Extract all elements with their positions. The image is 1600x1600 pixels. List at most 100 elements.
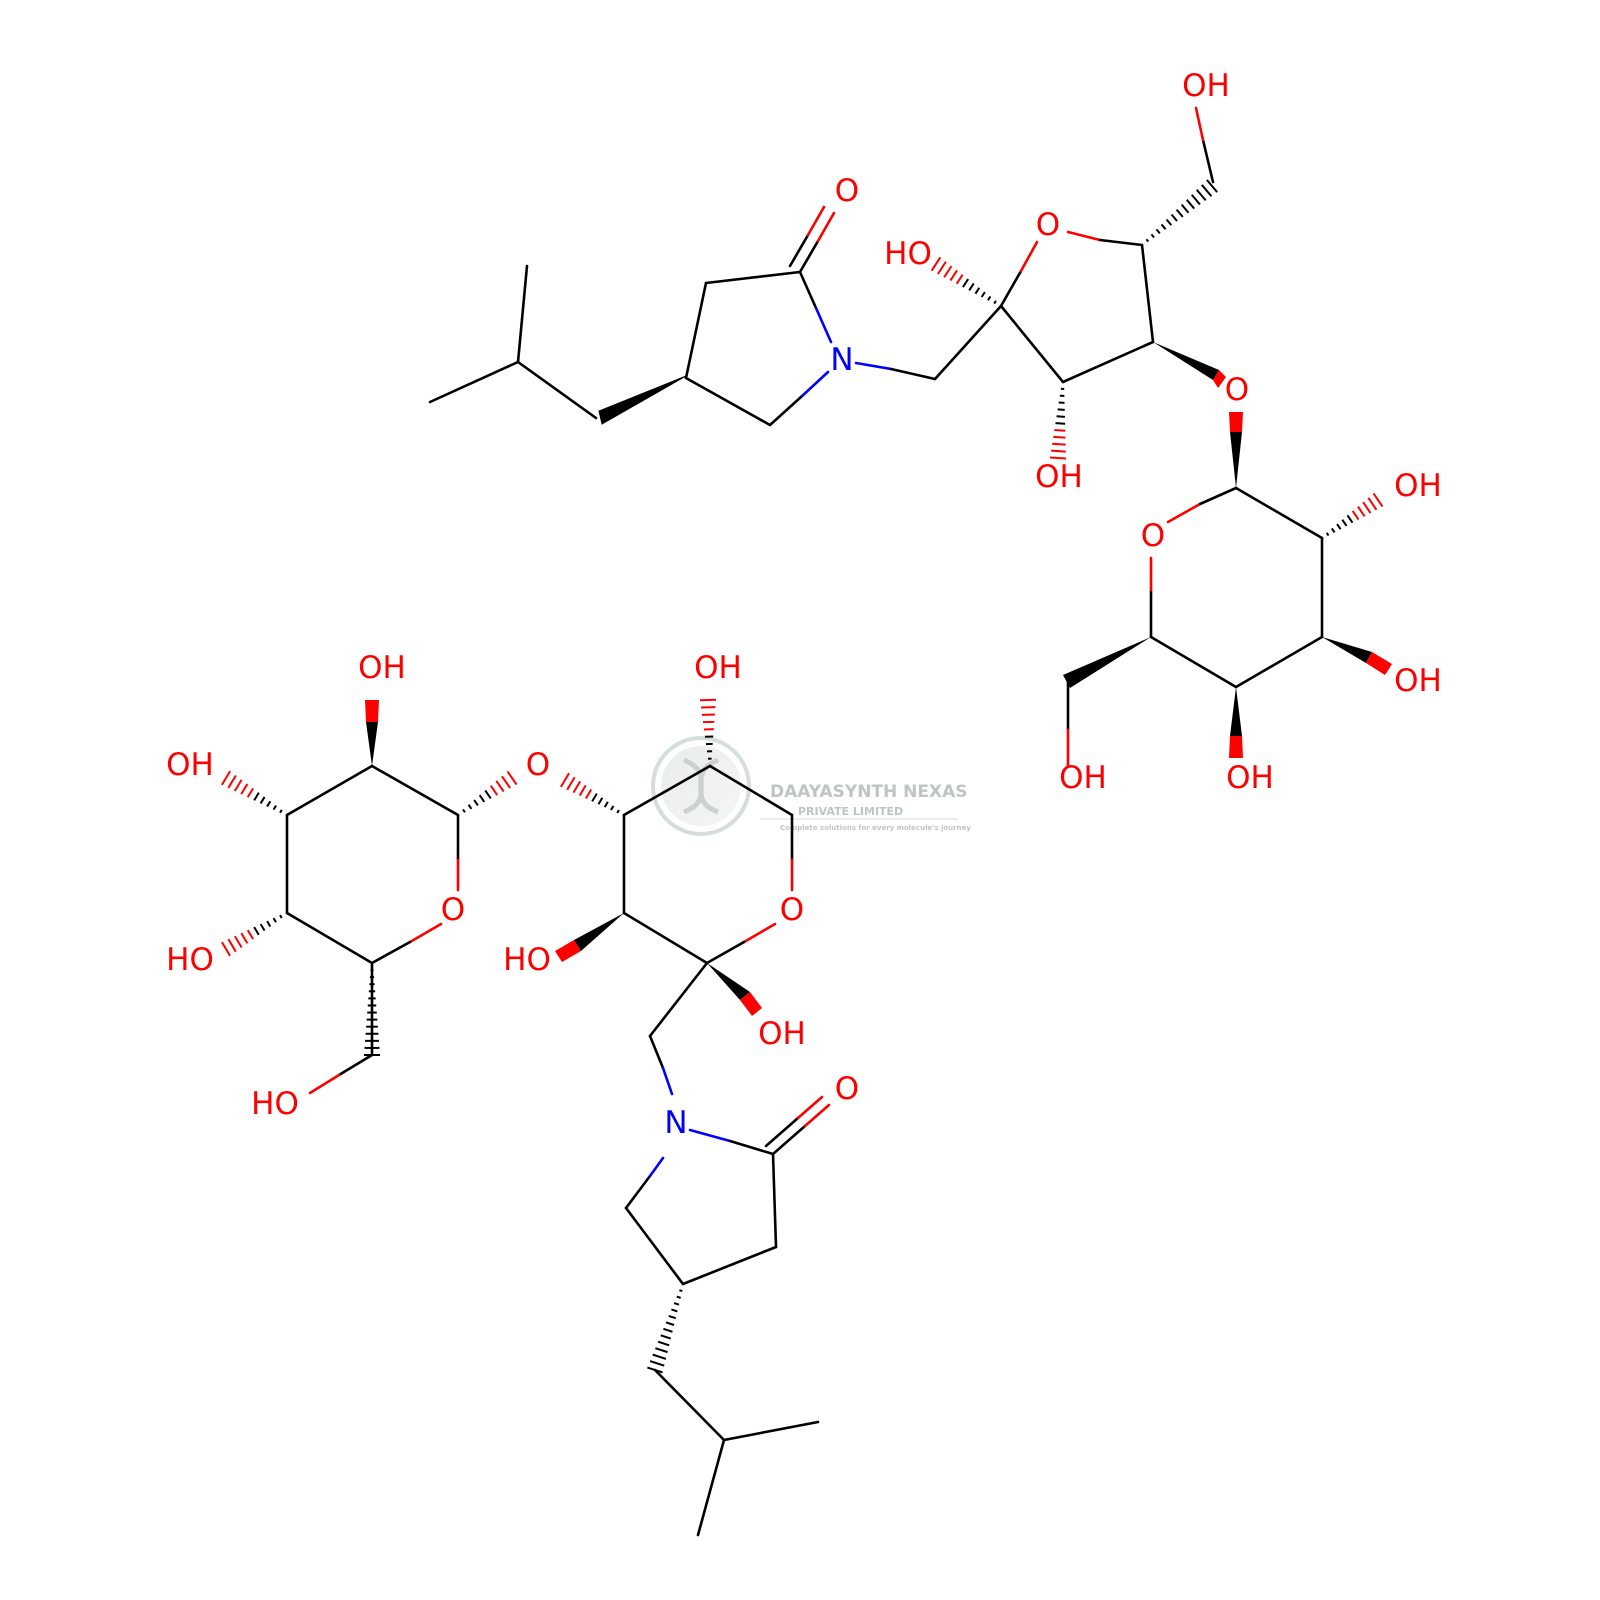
hash-stroke <box>1055 422 1066 425</box>
hash-stroke <box>1150 233 1155 239</box>
atom-oh: OH <box>758 1016 806 1052</box>
hash-stroke <box>657 1340 670 1347</box>
hash-stroke <box>679 1289 683 1293</box>
hash-stroke <box>671 1308 678 1313</box>
hash-stroke <box>668 1314 677 1320</box>
hash-stroke <box>467 804 473 810</box>
hash-stroke <box>937 261 947 275</box>
hash-stroke <box>240 783 249 795</box>
hash-stroke <box>259 923 266 932</box>
atom-oh: OH <box>1226 760 1274 796</box>
hash-stroke <box>1165 218 1173 226</box>
hash-stroke <box>610 805 615 811</box>
hash-stroke <box>566 776 576 791</box>
hash-stroke <box>259 796 266 804</box>
atom-glycosidic-o: O <box>526 747 550 783</box>
hash-stroke <box>266 800 272 808</box>
hash-stroke <box>980 291 986 298</box>
hash-stroke <box>616 809 620 814</box>
hash-stroke <box>1325 532 1330 537</box>
bonds <box>285 106 1392 1537</box>
atom-ho: OH <box>166 747 214 783</box>
hash-stroke <box>1196 189 1207 202</box>
hash-stroke <box>1053 435 1066 439</box>
hash-stroke <box>603 801 609 808</box>
hash-stroke <box>253 926 260 936</box>
hash-stroke <box>253 792 260 801</box>
hash-stroke <box>1362 501 1372 514</box>
hash-stroke <box>1051 449 1066 453</box>
hash-stroke <box>663 1327 673 1333</box>
hash-stroke <box>279 809 283 814</box>
hash-stroke <box>1346 514 1354 524</box>
atom-ring-o: O <box>1141 518 1165 554</box>
hash-stroke <box>1054 429 1066 432</box>
atom-ring-o: O <box>441 892 465 928</box>
hash-stroke <box>1331 527 1336 533</box>
atom-n: N <box>830 342 853 378</box>
hash-stroke <box>647 1366 663 1374</box>
hash-stroke <box>597 797 604 805</box>
atom-ho: HO <box>166 942 214 978</box>
watermark-tagline: Complete solutions for every molecule's … <box>780 824 971 832</box>
hash-stroke <box>233 935 243 948</box>
hash-stroke <box>943 265 953 278</box>
hash-stroke <box>1341 519 1348 527</box>
hash-stroke <box>1170 213 1178 222</box>
hash-stroke <box>220 770 232 786</box>
hash-stroke <box>665 1321 675 1326</box>
watermark-company: DAAYASYNTH NEXAS <box>770 782 968 802</box>
hash-stroke <box>233 779 243 792</box>
hash-stroke <box>1160 223 1167 230</box>
hash-stroke <box>585 789 593 799</box>
hash-stroke <box>673 1302 680 1306</box>
atom-n: N <box>664 1105 687 1141</box>
hash-stroke <box>1175 208 1184 218</box>
atom-ring-o: O <box>1036 207 1060 243</box>
hash-stroke <box>473 799 479 806</box>
watermark: DAAYASYNTH NEXAS PRIVATE LIMITED Complet… <box>651 736 971 836</box>
atom-oh: OH <box>1059 760 1107 796</box>
hash-stroke <box>1052 442 1066 446</box>
atom-glycosidic-o: O <box>1225 372 1249 408</box>
atom-oh: OH <box>1394 468 1442 504</box>
hash-stroke <box>1180 203 1190 214</box>
atom-labels: OH O HO O N OH O OH O OH OH OH OH OH OH … <box>166 68 1442 1141</box>
hash-stroke <box>652 1353 667 1360</box>
hash-stroke <box>1206 179 1218 193</box>
hash-stroke <box>1201 184 1213 197</box>
hash-stroke <box>955 274 964 285</box>
atom-oh: OH <box>1035 459 1083 495</box>
atom-oh: OH <box>1394 663 1442 699</box>
watermark-subtitle: PRIVATE LIMITED <box>798 805 903 818</box>
atom-oh: OH <box>694 650 742 686</box>
hash-stroke <box>1336 523 1342 530</box>
hash-stroke <box>591 793 598 802</box>
hash-stroke <box>227 774 237 789</box>
hash-stroke <box>272 805 277 811</box>
atom-ho: HO <box>503 942 551 978</box>
hash-stroke <box>1185 199 1195 210</box>
hash-stroke <box>1367 497 1378 511</box>
hash-stroke <box>968 282 975 291</box>
hash-stroke <box>1049 456 1067 460</box>
atom-ho: HO <box>884 236 932 272</box>
atom-carbonyl-o: O <box>835 173 859 209</box>
atom-oh: OH <box>358 650 406 686</box>
hash-stroke <box>1190 194 1201 206</box>
hash-stroke <box>1145 238 1150 243</box>
hash-stroke <box>1056 415 1065 418</box>
hash-stroke <box>949 269 958 282</box>
hash-stroke <box>506 770 518 786</box>
hash-stroke <box>266 920 272 927</box>
atom-carbonyl-o: O <box>835 1071 859 1107</box>
hash-stroke <box>987 295 992 301</box>
hash-stroke <box>462 808 466 813</box>
hash-stroke <box>1351 510 1360 521</box>
hash-stroke <box>240 932 249 944</box>
hash-stroke <box>655 1347 668 1354</box>
hash-stroke <box>246 787 254 798</box>
hash-stroke <box>227 938 237 953</box>
hash-stroke <box>484 789 492 800</box>
